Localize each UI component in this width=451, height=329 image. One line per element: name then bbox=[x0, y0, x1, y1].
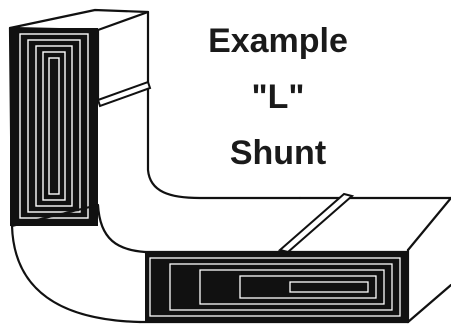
horizontal-leg-laminations bbox=[145, 252, 408, 322]
caption-line-3: Shunt bbox=[230, 134, 326, 172]
caption-line-1: Example bbox=[208, 22, 348, 60]
vertical-leg-laminations bbox=[10, 28, 99, 227]
seam-lines bbox=[96, 80, 355, 254]
caption-line-2: "L" bbox=[251, 78, 304, 116]
